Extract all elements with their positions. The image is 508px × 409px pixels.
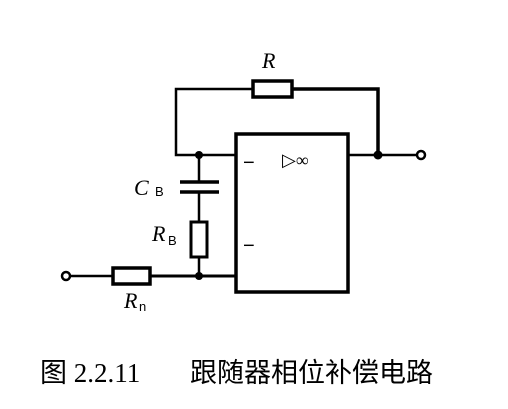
label-rb-subscript: B (168, 233, 177, 248)
label-rb: R (151, 221, 166, 246)
label-rn: R (123, 288, 138, 313)
label-cb: C (134, 175, 149, 200)
resistor-rb (189, 220, 209, 259)
output-terminal (415, 149, 427, 161)
input-terminal (60, 270, 72, 282)
opamp-gain-label: ▷∞ (282, 150, 309, 170)
feedback-wire-right (292, 87, 380, 155)
opamp-box (234, 132, 350, 294)
junction-dot-output (373, 150, 383, 160)
caption-figure-number: 图 2.2.11 (40, 358, 140, 388)
resistor-rn (111, 266, 152, 286)
noninverting-input-sign: − (243, 235, 255, 257)
label-cb-subscript: B (155, 184, 164, 199)
junction-dot-noninverting (195, 272, 203, 280)
caption-title: 跟随器相位补偿电路 (190, 358, 433, 389)
feedback-wire-left (174, 87, 253, 157)
inverting-input-sign: − (243, 152, 255, 174)
resistor-rf (251, 79, 294, 99)
label-rn-subscript: n (139, 299, 146, 314)
label-rf: R (261, 48, 276, 73)
